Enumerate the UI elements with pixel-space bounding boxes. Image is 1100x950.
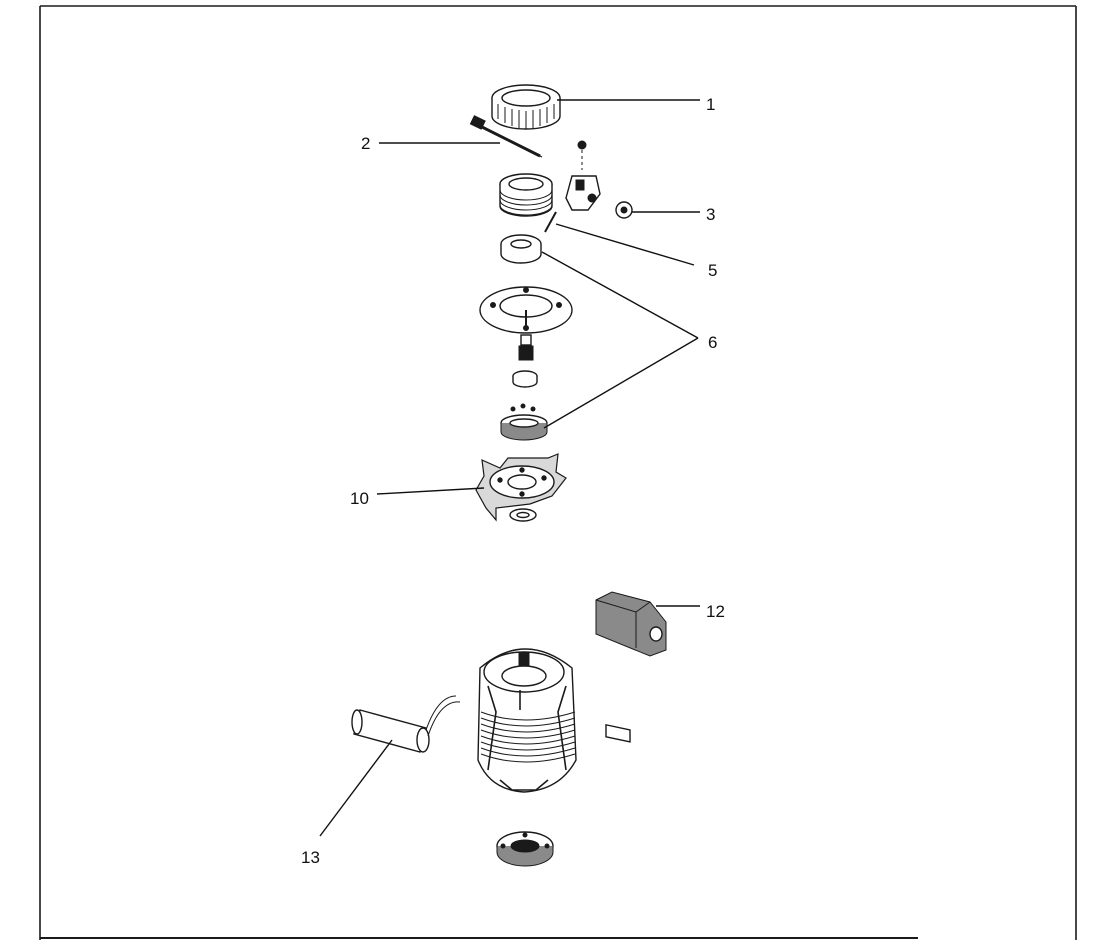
callout-2: 2 <box>361 134 370 153</box>
part-seal-ring <box>509 508 537 522</box>
leader-lines <box>319 99 700 837</box>
part-shaft <box>469 115 543 158</box>
callout-5: 5 <box>708 261 717 280</box>
part-motor <box>477 648 577 793</box>
part-bottom-gear <box>496 831 554 867</box>
part-nut <box>615 201 633 219</box>
part-spring-pin <box>544 211 557 233</box>
part-threaded-sleeve <box>499 173 553 217</box>
part-bearing-ring-lower <box>500 403 548 441</box>
part-capacitor <box>351 695 461 753</box>
part-impeller-plate <box>475 453 567 522</box>
callout-13: 13 <box>301 848 320 867</box>
part-bearing-ring-upper <box>500 234 542 264</box>
callout-labels: 1 2 3 5 6 10 12 13 <box>301 95 725 867</box>
callout-10: 10 <box>350 489 369 508</box>
part-switch-block <box>595 591 667 743</box>
part-valve-stack <box>512 334 538 388</box>
part-ring-gear <box>491 84 561 130</box>
part-bracket-with-screw <box>565 140 601 211</box>
callout-1: 1 <box>706 95 715 114</box>
callout-3: 3 <box>706 205 715 224</box>
callout-6: 6 <box>708 333 717 352</box>
callout-12: 12 <box>706 602 725 621</box>
part-flange-plate <box>479 286 573 334</box>
page-frame <box>39 5 1077 940</box>
